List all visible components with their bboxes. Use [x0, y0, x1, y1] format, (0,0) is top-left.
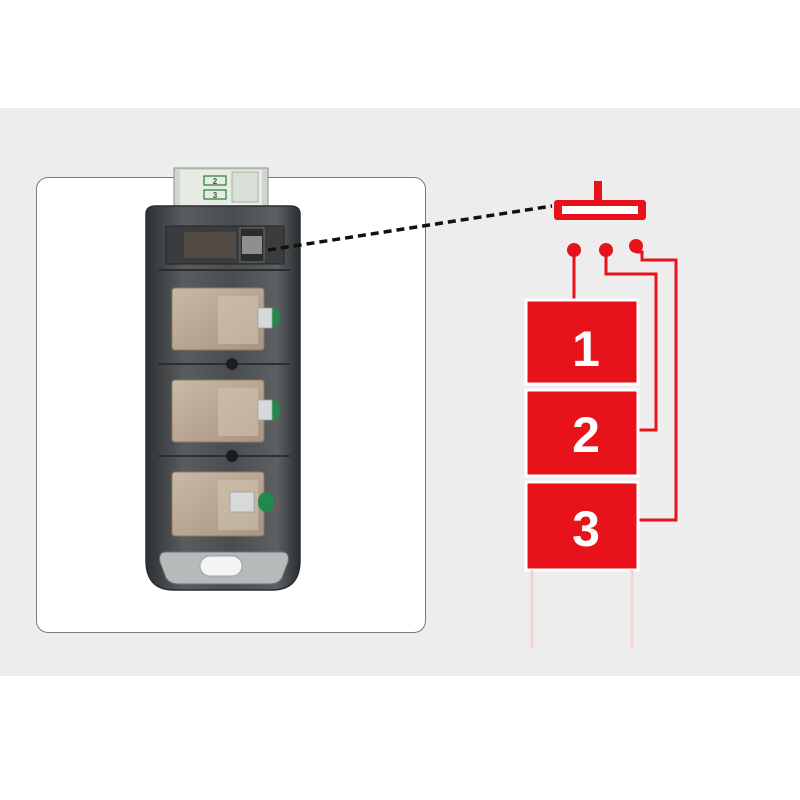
wire-2	[604, 256, 658, 432]
slot-block-2	[524, 388, 640, 478]
contact-dot-1	[567, 243, 581, 257]
pcb-label-2: 2	[213, 177, 218, 186]
switch-track	[562, 206, 638, 214]
screw-icon	[226, 450, 238, 462]
contact-dot-2	[599, 243, 613, 257]
screw-icon	[226, 358, 238, 370]
slot-block-3	[524, 480, 640, 572]
switch-knob	[594, 181, 602, 201]
slot-block-1	[524, 298, 640, 386]
lanyard-hole	[199, 555, 243, 577]
sim-card-slot-2	[171, 379, 280, 443]
usb-sim-reader-device: 2 3	[145, 167, 301, 591]
capacitor-icon	[258, 492, 274, 512]
pcb-label-3: 3	[213, 191, 218, 200]
contact-dot-3	[629, 239, 643, 253]
pcb-label-box-3	[203, 189, 227, 200]
sim-card-slot-1	[171, 287, 280, 351]
pointer-dashed-line	[267, 204, 553, 252]
wire-3	[636, 250, 678, 522]
sim-card-slot-3	[171, 471, 274, 537]
pcb-label-box-2	[203, 175, 227, 186]
slot-label-3: 3	[572, 501, 600, 557]
usb-connector: 2 3	[173, 167, 269, 209]
switch-schematic: 1 2 3	[524, 181, 678, 648]
slot-label-2: 2	[572, 407, 600, 463]
slot-label-1: 1	[572, 321, 600, 377]
